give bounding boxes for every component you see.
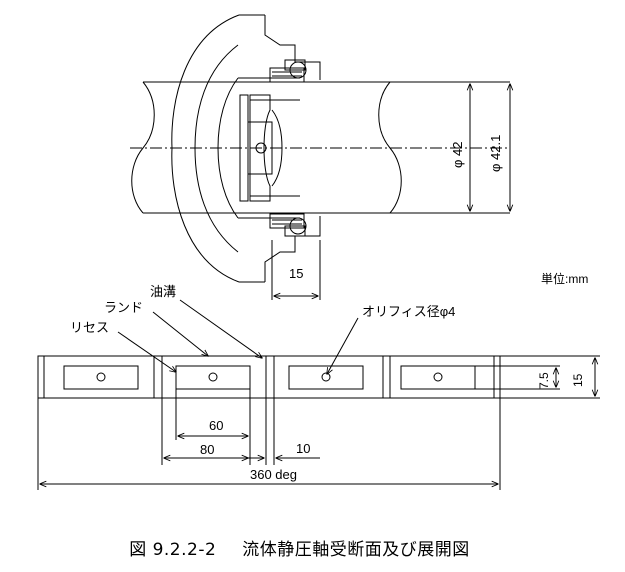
developed-view	[37, 299, 600, 490]
width-dimension	[271, 240, 321, 300]
dim-360-label: 360 deg	[250, 467, 297, 482]
recesses	[63, 365, 476, 390]
land-label: ランド	[104, 300, 143, 315]
oil-grooves	[43, 356, 495, 398]
cross-section-view	[130, 14, 510, 300]
dia-outer-label: φ 42.1	[488, 135, 503, 172]
dia-inner-label: φ 42	[450, 141, 465, 168]
diameter-dimensions	[470, 84, 510, 211]
figure-number: 図 9.2.2-2	[129, 540, 217, 560]
dim-15-right-label: 15	[571, 373, 585, 387]
width-15-label: 15	[289, 266, 303, 281]
oil-groove-label: 油溝	[150, 284, 176, 299]
shaft	[130, 81, 510, 214]
orifice-label: オリフィス径φ4	[362, 304, 455, 319]
recess-label: リセス	[70, 320, 109, 335]
bottom-screw-detail	[269, 213, 307, 237]
bearing-bush	[239, 94, 300, 202]
leaders	[117, 299, 359, 374]
figure-title: 流体静圧軸受断面及び展開図	[242, 540, 470, 560]
figure-caption: 図 9.2.2-2 流体静圧軸受断面及び展開図	[0, 535, 625, 560]
housing	[171, 14, 321, 283]
dim-80-label: 80	[200, 442, 214, 457]
dim-7-5-label: 7.5	[537, 372, 551, 389]
orifices	[96, 372, 443, 382]
dim-60-label: 60	[209, 418, 223, 433]
unit-label: 単位:mm	[541, 271, 588, 286]
height-dimensions	[475, 355, 600, 399]
top-screw-detail	[269, 59, 307, 83]
bottom-dimensions	[37, 389, 501, 490]
dim-10-label: 10	[296, 441, 310, 456]
